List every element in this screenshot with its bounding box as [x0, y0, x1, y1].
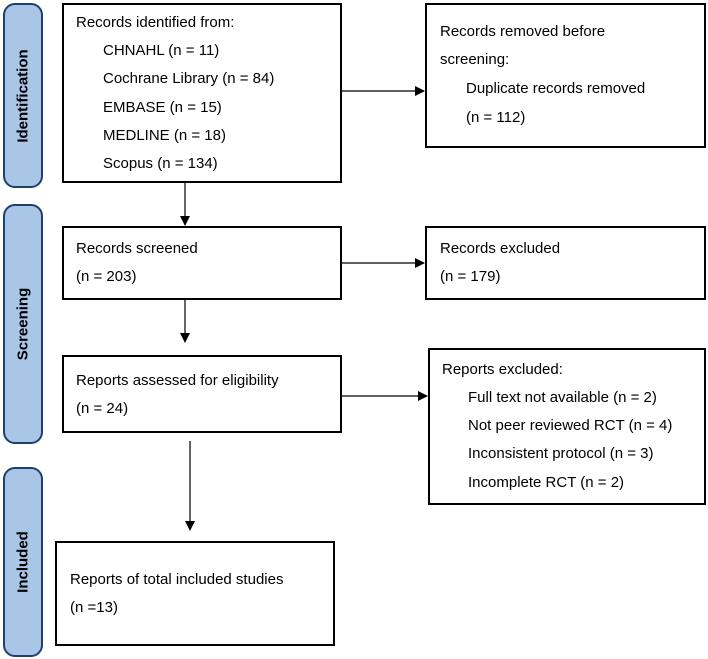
source-item: Scopus (n = 134) [103, 155, 218, 172]
source-item: CHNAHL (n = 11) [103, 42, 220, 59]
reports-assessed-box [62, 355, 342, 433]
phase-included: Included [3, 467, 43, 657]
records-removed-heading: Records removed before [440, 23, 606, 40]
records-excluded-box [425, 226, 706, 300]
records-removed-box [425, 3, 706, 148]
exclusion-reason: Not peer reviewed RCT (n = 4) [468, 417, 673, 434]
exclusion-reason: Incomplete RCT (n = 2) [468, 474, 625, 491]
records-excluded-count: (n = 179) [440, 268, 501, 285]
records-screened-count: (n = 203) [76, 268, 137, 285]
source-item: Cochrane Library (n = 84) [103, 70, 275, 87]
phase-screening: Screening [3, 204, 43, 444]
records-identified-heading: Records identified from: [76, 14, 235, 31]
included-studies-count: (n =13) [70, 599, 118, 616]
source-item: MEDLINE (n = 18) [103, 127, 226, 144]
reports-excluded-box [428, 348, 706, 505]
included-studies-title: Reports of total included studies [70, 571, 284, 588]
records-screened-box [62, 226, 342, 300]
phase-identification: Identification [3, 3, 43, 188]
reports-excluded-heading: Reports excluded: [442, 361, 563, 378]
records-excluded-title: Records excluded [440, 240, 561, 257]
records-removed-heading-cont: screening: [440, 51, 510, 68]
duplicate-records-count: (n = 112) [466, 109, 526, 126]
source-item: EMBASE (n = 15) [103, 99, 222, 116]
reports-assessed-count: (n = 24) [76, 400, 129, 417]
records-screened-title: Records screened [76, 240, 198, 257]
exclusion-reason: Full text not available (n = 2) [468, 389, 657, 406]
included-studies-box [55, 541, 335, 646]
duplicate-records-label: Duplicate records removed [466, 80, 646, 97]
records-identified-box [62, 3, 342, 183]
reports-assessed-title: Reports assessed for eligibility [76, 372, 279, 389]
exclusion-reason: Inconsistent protocol (n = 3) [468, 445, 654, 462]
